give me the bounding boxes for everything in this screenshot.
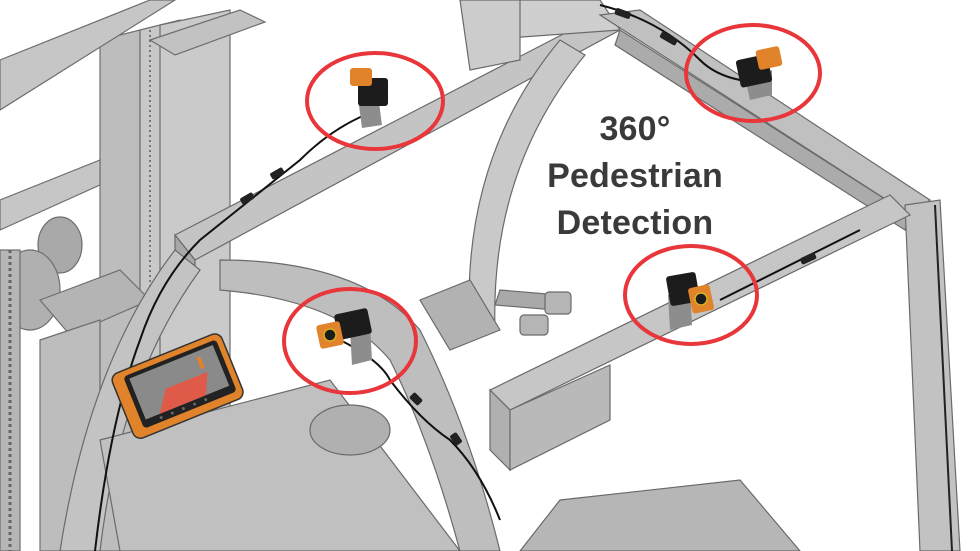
monitor-buttons — [159, 398, 208, 420]
pedestrian-figure-icon — [196, 356, 205, 370]
cable-connectors — [240, 8, 817, 446]
highlight-circle-front-right — [623, 244, 759, 346]
camera-cables — [94, 4, 861, 551]
highlight-circle-front-left — [282, 287, 418, 395]
display-monitor — [111, 333, 244, 439]
camera-highlight-circles — [282, 23, 822, 395]
highlight-circle-top-right — [684, 23, 822, 123]
detection-zone-overlay — [159, 371, 208, 414]
monitor-screen — [129, 344, 230, 420]
feature-caption: 360° Pedestrian Detection — [520, 106, 750, 247]
camera-front-right — [666, 272, 714, 330]
camera-top-right — [735, 46, 783, 100]
highlight-circle-top-left — [305, 51, 445, 151]
caption-line-3: Detection — [556, 204, 714, 242]
camera-front-left — [316, 308, 372, 365]
caption-line-2: Pedestrian — [547, 157, 723, 195]
camera-top-left — [350, 68, 388, 128]
caption-line-1: 360° — [599, 110, 671, 148]
camera-lens-housing — [350, 68, 372, 86]
